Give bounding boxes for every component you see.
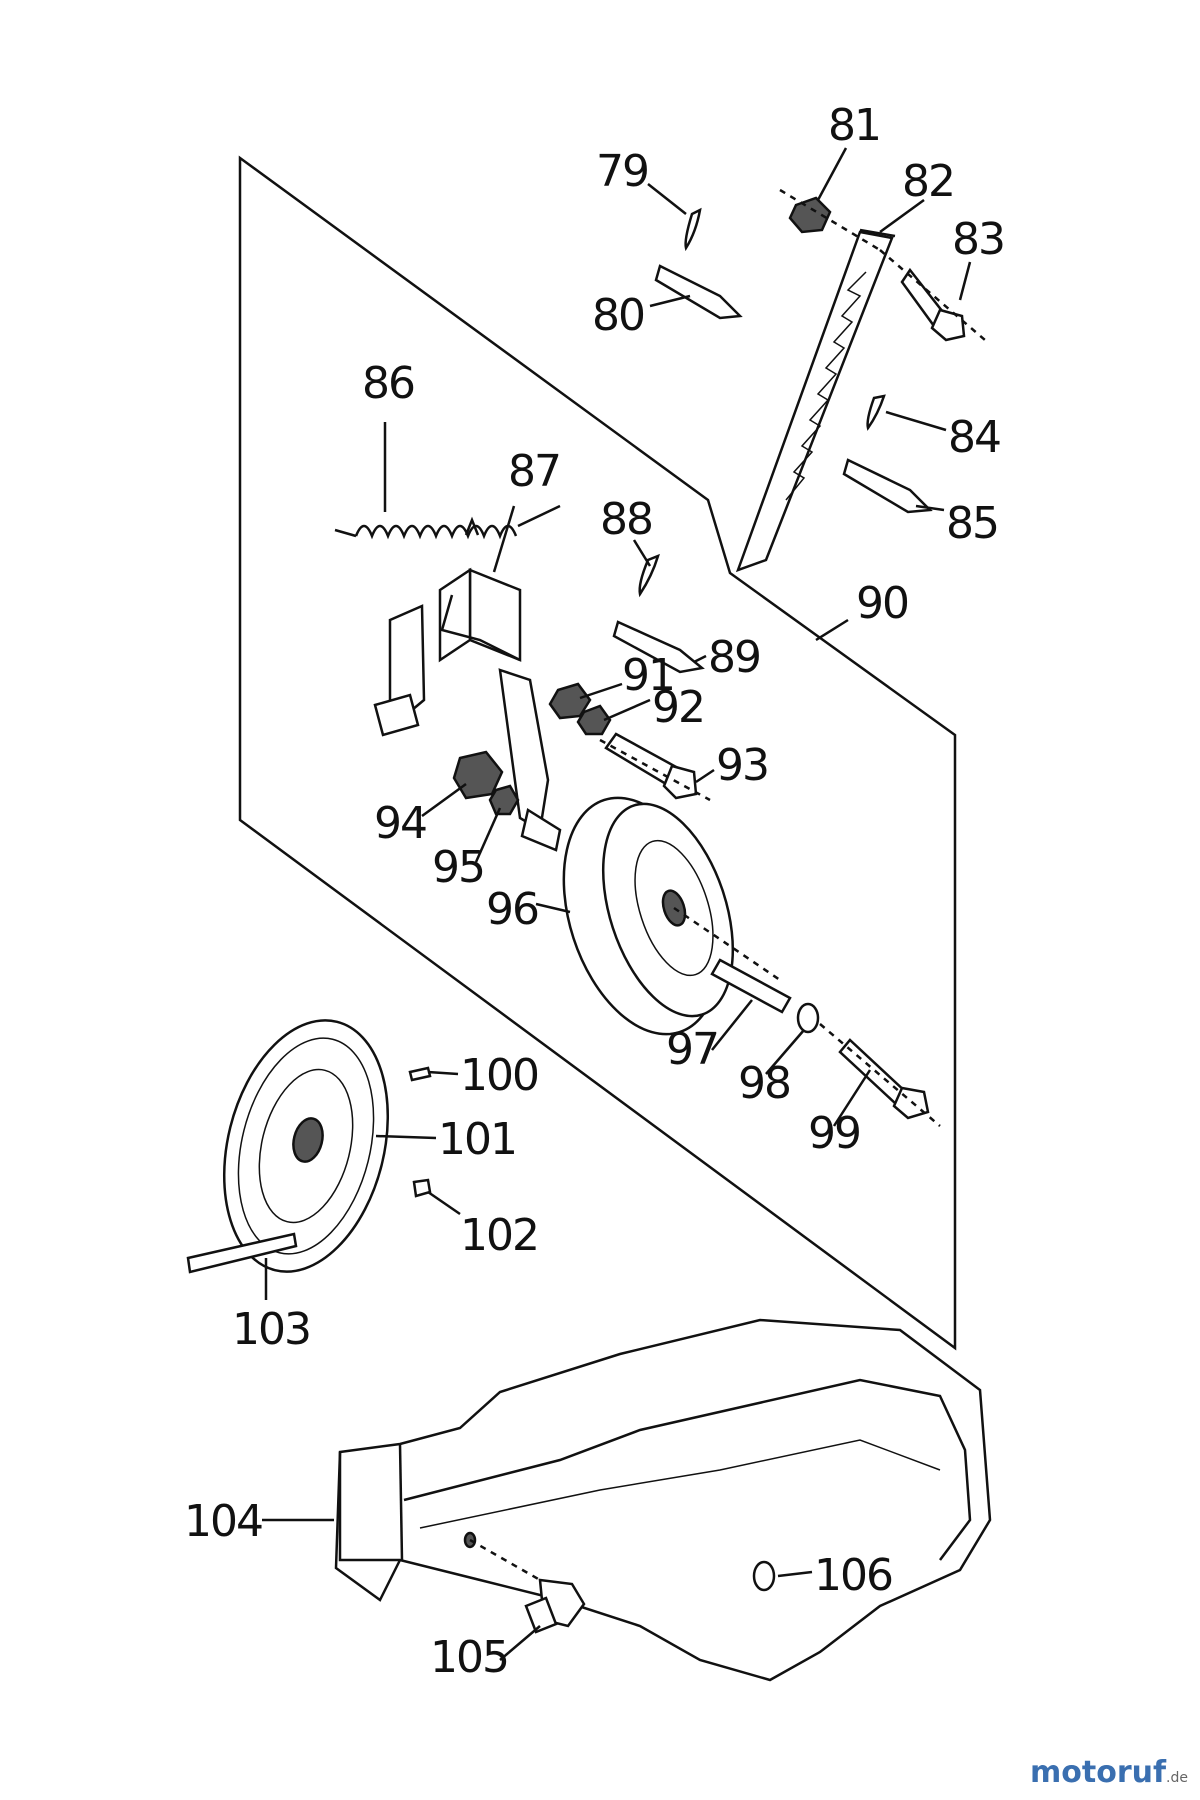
bolt-93: [599, 732, 711, 802]
label-88: 88: [600, 494, 652, 545]
nut-94: [452, 750, 504, 800]
label-97: 97: [666, 1024, 718, 1075]
mounting-plate: [238, 155, 957, 1351]
drive-belt-103: [186, 1232, 298, 1274]
label-94: 94: [374, 798, 426, 849]
label-100: 100: [460, 1050, 538, 1101]
label-99: 99: [808, 1108, 860, 1159]
grommet-106: [752, 1560, 776, 1592]
split-pin-88: [638, 553, 660, 598]
label-92: 92: [652, 682, 704, 733]
adjustment-rack: [735, 228, 896, 573]
label-98: 98: [738, 1058, 790, 1109]
sleeve-97: [710, 958, 792, 1014]
label-91: 91: [622, 650, 674, 701]
knob-105: [524, 1578, 586, 1634]
lever-bracket-87: [373, 516, 562, 852]
screw-83: [879, 249, 986, 342]
label-89: 89: [708, 632, 760, 683]
bolt-80: [654, 264, 743, 320]
label-83: 83: [952, 214, 1004, 265]
watermark-logo: motoruf.de: [1030, 1755, 1188, 1790]
label-85: 85: [946, 498, 998, 549]
label-80: 80: [592, 290, 644, 341]
washer-95: [488, 784, 520, 816]
label-105: 105: [430, 1632, 508, 1683]
label-93: 93: [716, 740, 768, 791]
label-106: 106: [814, 1550, 892, 1601]
key-100: [408, 1066, 432, 1082]
label-96: 96: [486, 884, 538, 935]
label-81: 81: [828, 100, 880, 151]
bolt-99: [819, 1023, 941, 1127]
label-103: 103: [232, 1304, 310, 1355]
nut-81: [788, 196, 832, 234]
watermark-tld: .de: [1166, 1770, 1188, 1786]
nut-91: [548, 682, 592, 720]
belt-pulley-101: [222, 1019, 390, 1273]
label-84: 84: [948, 412, 1000, 463]
bolt-85: [842, 458, 933, 514]
label-102: 102: [460, 1210, 538, 1261]
label-104: 104: [184, 1496, 262, 1547]
leader-lines: [262, 147, 972, 1661]
split-pin-79: [684, 207, 702, 252]
label-101: 101: [438, 1114, 516, 1165]
belt-cover-104: [334, 1318, 992, 1682]
label-90: 90: [856, 578, 908, 629]
washer-98: [796, 1002, 820, 1034]
key-102: [412, 1178, 432, 1198]
spring-86: [334, 504, 561, 540]
bolt-89: [612, 620, 705, 674]
label-86: 86: [362, 358, 414, 409]
label-95: 95: [432, 842, 484, 893]
label-87: 87: [508, 446, 560, 497]
watermark-main: motoruf: [1030, 1755, 1167, 1790]
label-79: 79: [596, 146, 648, 197]
label-82: 82: [902, 156, 954, 207]
wheel-96: [562, 796, 781, 1036]
washer-92: [576, 704, 612, 736]
split-pin-84: [866, 394, 886, 431]
